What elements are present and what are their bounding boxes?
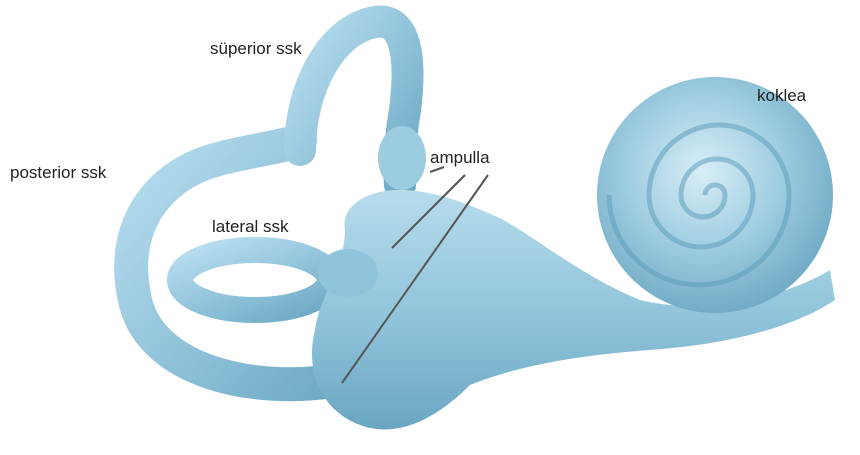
label-posterior-canal: posterior ssk xyxy=(10,163,107,182)
lateral-canal xyxy=(180,250,330,310)
label-ampulla: ampulla xyxy=(430,148,490,167)
label-lateral-canal: lateral ssk xyxy=(212,217,289,236)
superior-ampulla xyxy=(378,126,426,190)
label-superior-canal: süperior ssk xyxy=(210,39,302,58)
label-cochlea: koklea xyxy=(757,86,807,105)
cochlea-shape xyxy=(597,77,833,313)
lateral-ampulla xyxy=(318,249,378,297)
ampulla-short-tick xyxy=(430,167,444,172)
